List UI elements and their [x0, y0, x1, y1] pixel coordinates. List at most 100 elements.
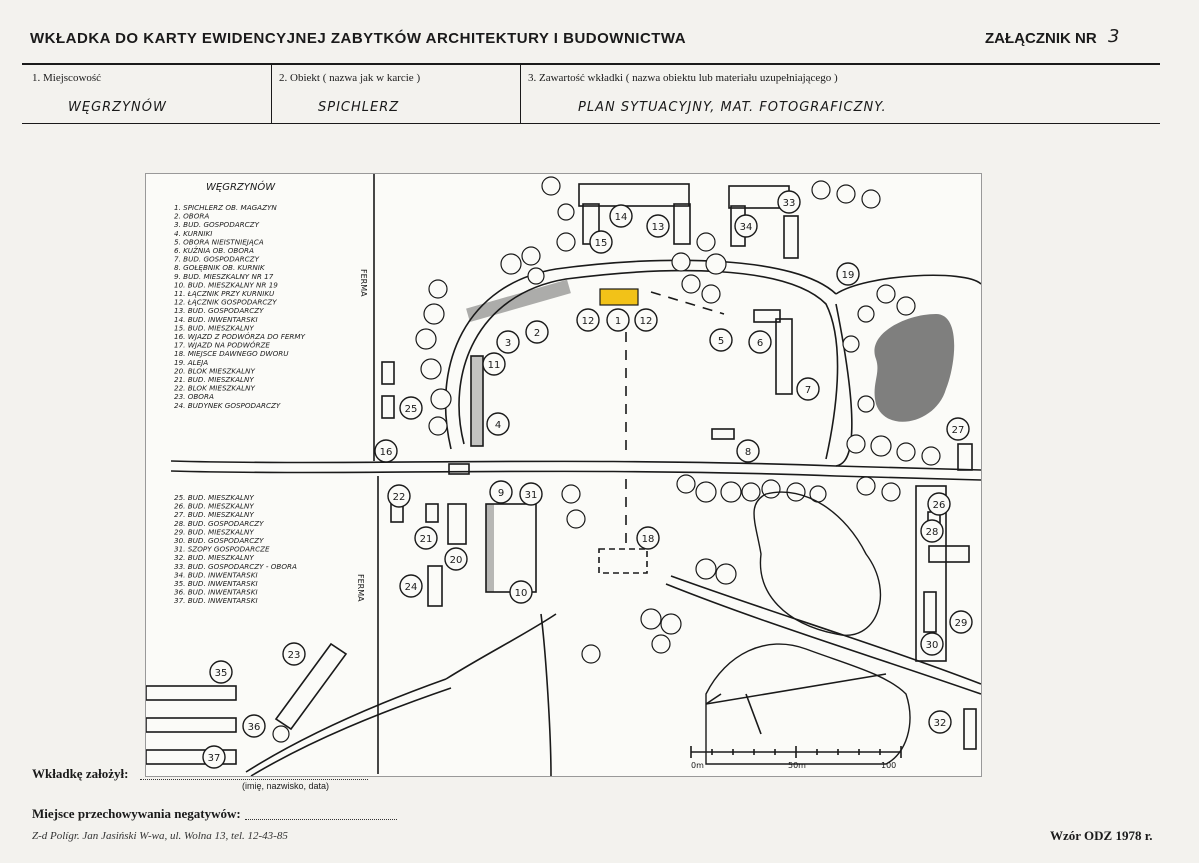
legend-top-4: 4. KURNIKI — [174, 229, 212, 238]
legend-top-10: 10. BUD. MIESZKALNY NR 19 — [174, 280, 278, 289]
label-18: 18 — [642, 534, 655, 545]
label-32: 32 — [934, 718, 947, 729]
annex-number: 3 — [1108, 26, 1120, 47]
label-5: 5 — [718, 336, 724, 347]
label-37: 37 — [208, 753, 221, 764]
label-15: 15 — [595, 238, 608, 249]
site-plan-map: 1 2 3 4 5 6 7 8 12 12 11 14 13 15 34 33 … — [145, 173, 982, 777]
main-road-north-edge — [170, 460, 982, 471]
pond — [874, 314, 955, 422]
legend-bottom-11: 35. BUD. INWENTARSKI — [174, 579, 258, 588]
label-25: 25 — [405, 404, 418, 415]
legend-top-12: 12. ŁĄCZNIK GOSPODARCZY — [174, 298, 277, 307]
legend-bottom-12: 36. BUD. INWENTARSKI — [174, 588, 258, 597]
legend-top-11: 11. ŁĄCZNIK PRZY KURNIKU — [174, 289, 275, 298]
label-19: 19 — [842, 270, 855, 281]
label-16: 16 — [380, 447, 393, 458]
legend-bottom-6: 30. BUD. GOSPODARCZY — [174, 536, 264, 545]
legend-bottom-4: 28. BUD. GOSPODARCZY — [174, 519, 264, 528]
label-14: 14 — [615, 212, 628, 223]
scale-label-100: 100 — [881, 761, 896, 770]
legend-top-1: 1. SPICHLERZ OB. MAGAZYN — [174, 203, 277, 212]
legend-bottom-10: 34. BUD. INWENTARSKI — [174, 570, 258, 579]
map-title: WĘGRZYNÓW — [206, 180, 276, 193]
field-divider-1 — [271, 64, 272, 124]
label-29: 29 — [955, 618, 968, 629]
ferma-label-bottom: FERMA — [356, 574, 365, 602]
field-top-rule — [22, 63, 1160, 65]
label-28: 28 — [926, 527, 939, 538]
legend-top-16: 16. WJAZD Z PODWÓRZA DO FERMY — [174, 332, 306, 341]
label-33: 33 — [783, 198, 796, 209]
legend-top-23: 23. OBORA — [174, 392, 214, 401]
label-9: 9 — [498, 488, 504, 499]
created-by-hint: (imię, nazwisko, data) — [242, 781, 330, 791]
legend-top-22: 22. BLOK MIESZKALNY — [174, 384, 255, 393]
field-divider-2 — [520, 64, 521, 124]
legend-top-13: 13. BUD. GOSPODARCZY — [174, 306, 264, 315]
label-12a: 12 — [582, 316, 595, 327]
label-4: 4 — [495, 420, 501, 431]
legend-top-3: 3. BUD. GOSPODARCZY — [174, 220, 260, 229]
label-3: 3 — [505, 338, 511, 349]
park-outline — [753, 491, 882, 636]
north-arrow — [705, 673, 887, 735]
label-31: 31 — [525, 490, 538, 501]
legend-top-18: 18. MIEJSCE DAWNEGO DWORU — [174, 349, 289, 358]
scale-bar — [690, 746, 902, 758]
label-7: 7 — [805, 385, 811, 396]
negatives-line[interactable] — [245, 818, 397, 820]
legend-bottom-9: 33. BUD. GOSPODARCZY - OBORA — [174, 562, 297, 571]
label-21: 21 — [420, 534, 433, 545]
label-8: 8 — [745, 447, 751, 458]
label-6: 6 — [757, 338, 763, 349]
legend-top-8: 8. GOŁĘBNIK OB. KURNIK — [174, 263, 266, 272]
label-27: 27 — [952, 425, 965, 436]
label-36: 36 — [248, 722, 261, 733]
legend-top-15: 15. BUD. MIESZKALNY — [174, 323, 254, 332]
label-24: 24 — [405, 582, 418, 593]
legend-top-14: 14. BUD. INWENTARSKI — [174, 315, 258, 324]
site-plan-drawing: 1 2 3 4 5 6 7 8 12 12 11 14 13 15 34 33 … — [145, 174, 982, 777]
legend-top-7: 7. BUD. GOSPODARCZY — [174, 255, 260, 264]
annex-label: ZAŁĄCZNIK NR — [985, 30, 1097, 47]
label-10: 10 — [515, 588, 528, 599]
legend-top-5: 5. OBORA NIEISTNIEJĄCA — [174, 237, 264, 246]
created-by-label: Wkładkę założył: — [32, 766, 129, 781]
label-34: 34 — [740, 222, 753, 233]
legend-bottom-2: 26. BUD. MIESZKALNY — [174, 502, 254, 511]
contents-label: 3. Zawartość wkładki ( nazwa obiektu lub… — [528, 72, 838, 84]
label-2: 2 — [534, 328, 540, 339]
label-11: 11 — [488, 360, 501, 371]
legend-top-24: 24. BUDYNEK GOSPODARCZY — [174, 401, 281, 410]
contents-value: PLAN SYTUACYJNY, MAT. FOTOGRAFICZNY. — [578, 100, 887, 115]
label-13: 13 — [652, 222, 665, 233]
legend-top-19: 19. ALEJA — [174, 358, 208, 367]
label-12b: 12 — [640, 316, 653, 327]
legend-top-9: 9. BUD. MIESZKALNY NR 17 — [174, 272, 274, 281]
legend-top-6: 6. KUŹNIA OB. OBORA — [174, 246, 254, 255]
locality-value: WĘGRZYNÓW — [68, 100, 167, 115]
object-value: SPICHLERZ — [318, 100, 400, 115]
label-35: 35 — [215, 668, 228, 679]
locality-label: 1. Miejscowość — [32, 72, 102, 84]
label-26: 26 — [933, 500, 946, 511]
form-title: WKŁADKA DO KARTY EWIDENCYJNEJ ZABYTKÓW A… — [30, 30, 687, 47]
label-22: 22 — [393, 492, 406, 503]
legend-bottom-1: 25. BUD. MIESZKALNY — [174, 493, 254, 502]
ferma-label-top: FERMA — [359, 269, 368, 297]
object-label: 2. Obiekt ( nazwa jak w karcie ) — [279, 72, 421, 84]
legend-bottom-13: 37. BUD. INWENTARSKI — [174, 596, 258, 605]
field-bottom-rule — [22, 123, 1160, 124]
label-1: 1 — [615, 316, 621, 327]
printer-imprint: Z-d Polígr. Jan Jasiński W-wa, ul. Wolna… — [32, 830, 288, 842]
created-by-line[interactable] — [140, 778, 368, 780]
scale-label-0: 0m — [691, 761, 704, 770]
granary-highlight — [599, 288, 639, 306]
main-road-south-edge — [170, 470, 982, 481]
legend-bottom-8: 32. BUD. MIESZKALNY — [174, 553, 254, 562]
legend-top-20: 20. BLOK MIESZKALNY — [174, 366, 255, 375]
label-20: 20 — [450, 555, 463, 566]
label-23: 23 — [288, 650, 301, 661]
